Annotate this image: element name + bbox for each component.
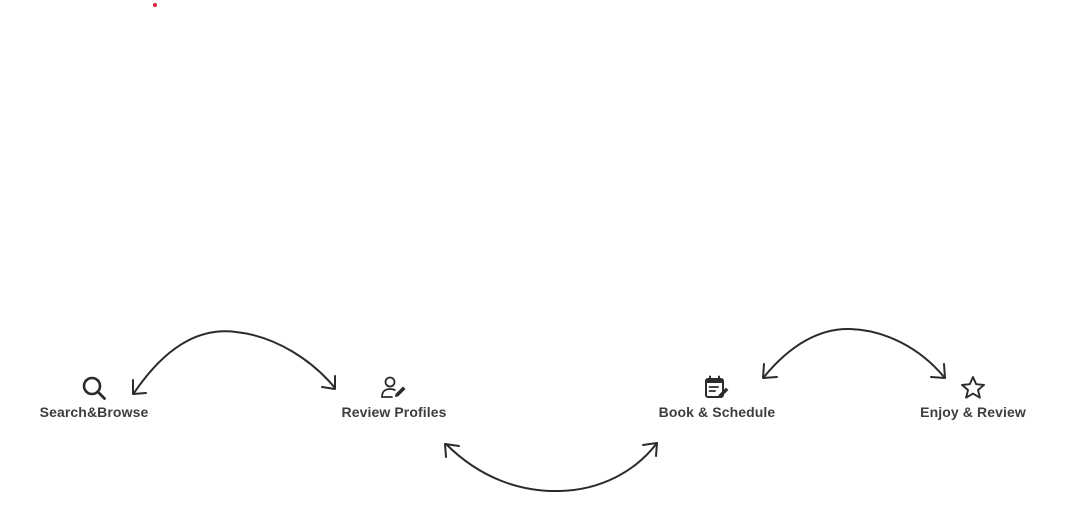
search-icon: [80, 374, 108, 402]
step-review-profiles: Review Profiles: [335, 374, 453, 420]
star-icon: [959, 374, 987, 402]
step-search-browse: Search&Browse: [33, 374, 155, 420]
step-label: Search&Browse: [39, 404, 149, 420]
step-book-schedule: Book & Schedule: [650, 374, 784, 420]
arrowhead-left-1: [132, 379, 147, 395]
step-label: Enjoy & Review: [920, 404, 1026, 420]
step-label: Review Profiles: [341, 404, 447, 420]
calendar-edit-icon: [703, 374, 731, 402]
arrowhead-left-2: [444, 443, 460, 458]
user-edit-icon: [380, 374, 408, 402]
arrowhead-right-1: [321, 375, 336, 390]
connector-review-to-book: [445, 442, 658, 493]
step-label: Book & Schedule: [658, 404, 776, 420]
connector-search-to-review: [133, 330, 336, 394]
connector-book-to-enjoy: [763, 327, 945, 378]
arrowhead-left-3: [762, 363, 778, 379]
arrowhead-right-2: [642, 442, 658, 457]
step-enjoy-review: Enjoy & Review: [912, 374, 1034, 420]
arrowhead-right-3: [930, 363, 946, 379]
red-dot-marker: [153, 3, 157, 7]
